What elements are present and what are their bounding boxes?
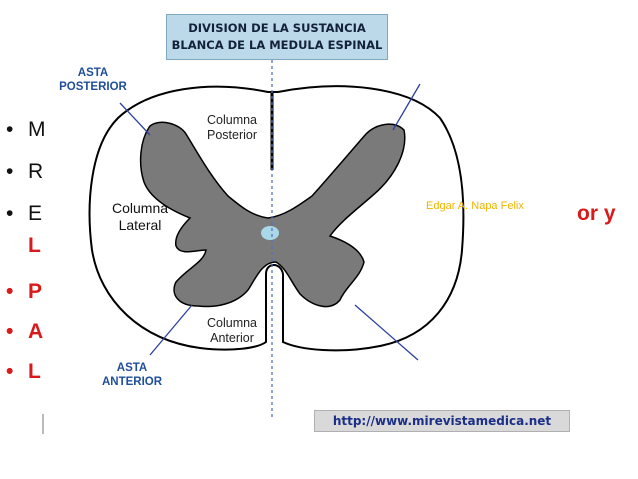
source-url-link[interactable]: http://www.mirevistamedica.net [314,410,570,432]
bullet-tail-text: or y [577,202,616,225]
bullet-item-6: •L [6,360,41,383]
columna-anterior-label: Columna Anterior [206,316,258,345]
right-lower-pointer [354,304,419,361]
author-credit: Edgar A. Napa Felix [426,200,524,212]
title-line-2: BLANCA DE LA MEDULA ESPINAL [171,38,383,52]
bullet-item-1: •M [6,118,46,141]
bullet-continuation: L [28,234,41,257]
slide-edge-mark [42,414,44,434]
bullet-item-3: •E [6,202,43,225]
right-upper-pointer [392,83,421,131]
asta-anterior-label: ASTA ANTERIOR [101,362,163,388]
diagram-title-box: DIVISION DE LA SUSTANCIA BLANCA DE LA ME… [166,14,388,60]
bullet-item-4: •P [6,280,43,303]
columna-posterior-label: Columna Posterior [206,113,258,142]
bullet-item-5: •A [6,320,44,343]
gray-matter [139,121,406,308]
asta-posterior-pointer [119,102,151,136]
title-line-1: DIVISION DE LA SUSTANCIA [188,21,366,35]
columna-lateral-label: Columna Lateral [111,200,169,233]
asta-anterior-pointer [149,304,193,356]
asta-posterior-label: ASTA POSTERIOR [59,67,127,93]
central-canal [261,226,279,240]
bullet-item-2: •R [6,160,44,183]
